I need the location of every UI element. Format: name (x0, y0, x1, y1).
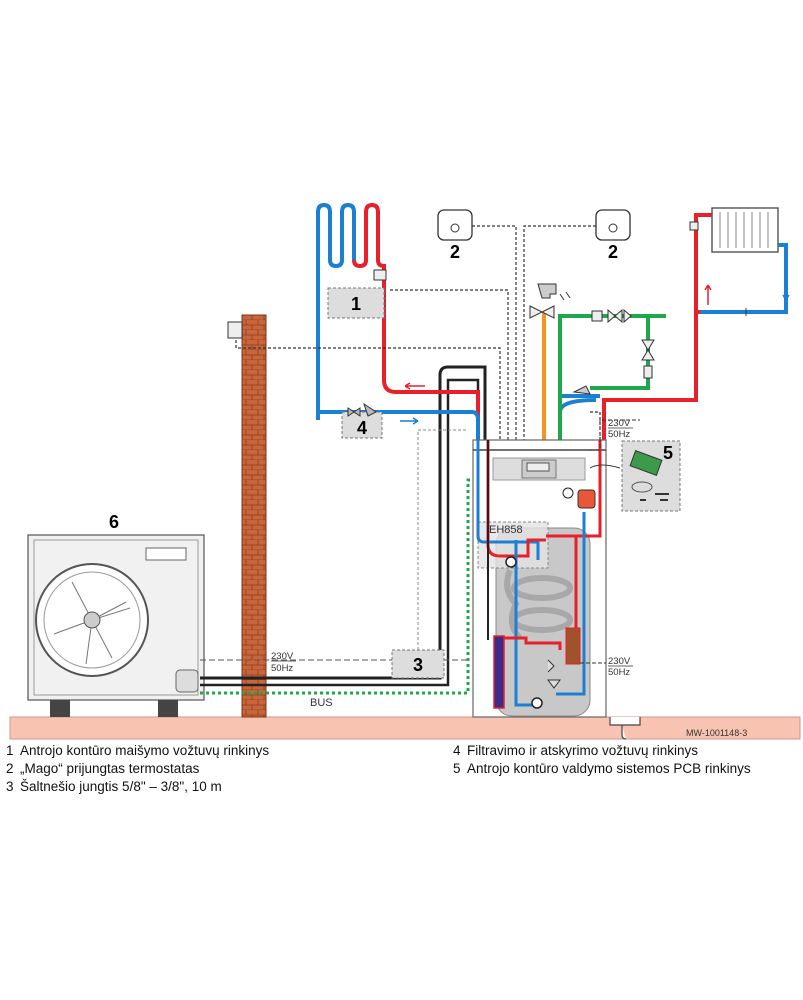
tap-icon (537, 283, 571, 301)
callout-1: 1 (351, 294, 361, 314)
underfloor-heating-loop (316, 202, 356, 412)
frequency-label: 50Hz (608, 667, 630, 678)
callout-6: 6 (109, 512, 119, 532)
eh858-module (477, 521, 549, 569)
pump-icon (505, 556, 517, 568)
voltage-label: 230V (608, 418, 631, 429)
reference-code: MW-1001148-3 (686, 728, 747, 738)
callout-4: 4 (357, 418, 367, 438)
radiator (711, 207, 779, 253)
expansion-vessel-icon (577, 489, 596, 509)
voltage-label: 230V (608, 656, 631, 667)
return-arrow (400, 417, 419, 425)
drain-icon (609, 717, 641, 740)
frequency-label: 50Hz (271, 663, 293, 674)
electric-backup-heater (565, 627, 581, 665)
pcb-kit-box (589, 440, 681, 512)
callout-3-box (391, 429, 468, 679)
return-arrow (782, 282, 790, 301)
mixing-valve-icon (529, 305, 555, 319)
pressure-gauge-icon (562, 487, 574, 499)
frequency-label: 50Hz (608, 429, 630, 440)
brick-wall (241, 314, 267, 718)
bus-label: BUS (310, 697, 333, 709)
voltage-label: 230V (271, 651, 294, 662)
control-wiring (235, 225, 613, 440)
callout-2: 2 (450, 242, 460, 262)
callout-4-box (341, 411, 383, 439)
expansion-valve-icon (572, 385, 591, 395)
outdoor-sensor-icon (227, 321, 243, 339)
callout-1-box (327, 287, 385, 319)
callout-3: 3 (413, 655, 423, 675)
callout-2: 2 (608, 242, 618, 262)
pump-icon (531, 697, 543, 709)
indoor-cabinet (472, 439, 607, 718)
module-label: EH858 (489, 524, 523, 536)
bus-cable (200, 478, 476, 695)
legend-item: 2„Mago“ prijungtas termostatas (6, 761, 200, 776)
flow-arrow (404, 382, 425, 390)
flow-arrow (704, 284, 712, 305)
callout-5: 5 (663, 443, 673, 463)
floor (9, 716, 801, 740)
thermostat-icon (595, 209, 631, 241)
outdoor-heat-pump-unit (27, 534, 205, 717)
filter-valve-icon (347, 402, 377, 417)
plate-heat-exchanger (493, 635, 505, 709)
safety-group-icon (591, 308, 655, 379)
thermostat-icon (437, 209, 473, 241)
